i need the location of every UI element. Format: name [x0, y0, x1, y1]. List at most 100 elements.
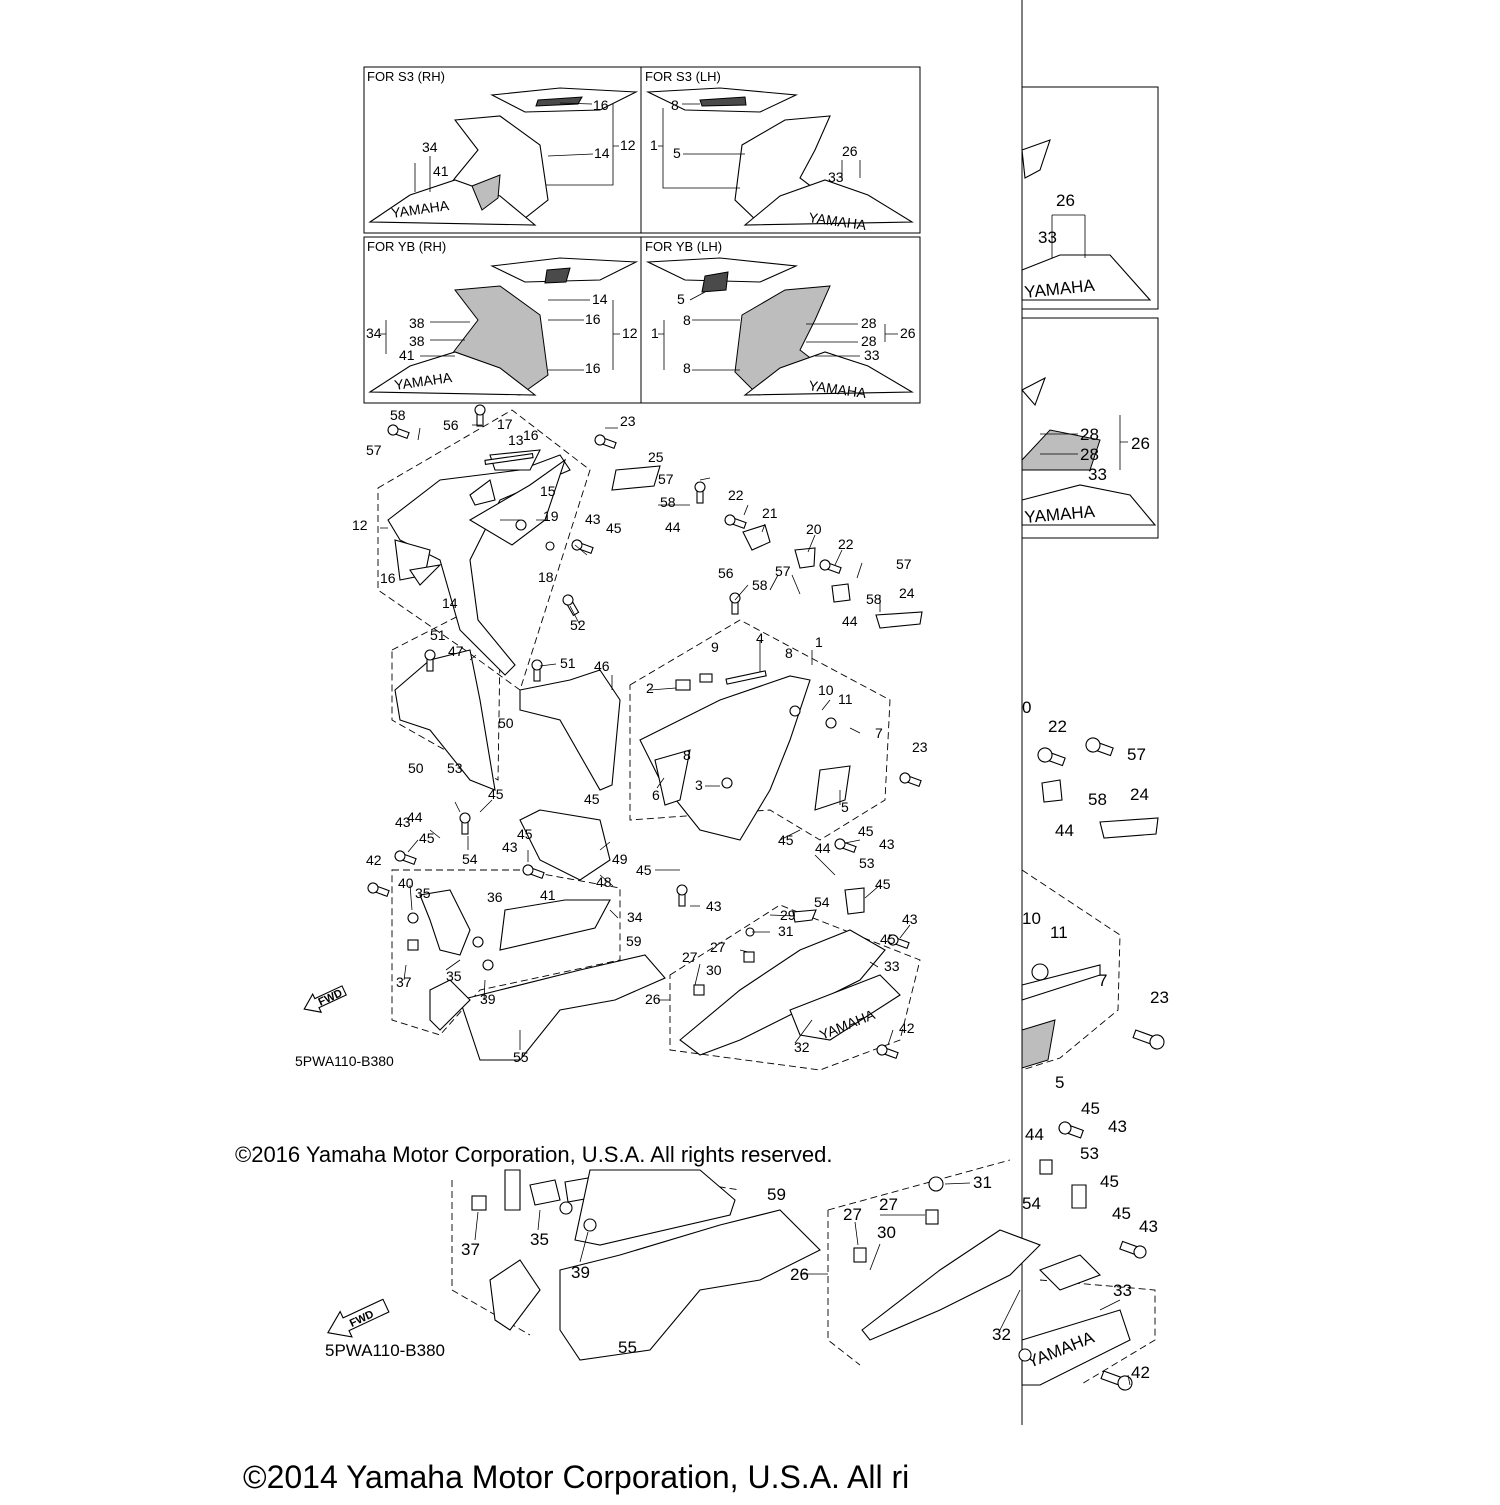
svg-text:51: 51 — [430, 627, 446, 643]
diagram-code-large: 5PWA110-B380 — [325, 1341, 445, 1360]
svg-text:42: 42 — [1131, 1363, 1150, 1382]
svg-text:33: 33 — [864, 347, 880, 363]
svg-text:34: 34 — [366, 325, 382, 341]
svg-text:16: 16 — [380, 570, 396, 586]
svg-text:10: 10 — [818, 682, 834, 698]
svg-text:45: 45 — [875, 876, 891, 892]
svg-text:45: 45 — [1081, 1099, 1100, 1118]
svg-text:19: 19 — [543, 508, 559, 524]
svg-text:5: 5 — [677, 291, 685, 307]
svg-text:8: 8 — [671, 97, 679, 113]
svg-text:8: 8 — [785, 645, 793, 661]
svg-text:37: 37 — [396, 974, 412, 990]
svg-text:46: 46 — [594, 658, 610, 674]
svg-text:43: 43 — [585, 511, 601, 527]
svg-text:58: 58 — [866, 591, 882, 607]
svg-text:31: 31 — [973, 1173, 992, 1192]
svg-text:20: 20 — [806, 521, 822, 537]
svg-text:24: 24 — [1130, 785, 1149, 804]
svg-text:26: 26 — [900, 325, 916, 341]
svg-text:34: 34 — [627, 909, 643, 925]
svg-text:32: 32 — [794, 1039, 810, 1055]
svg-text:53: 53 — [447, 760, 463, 776]
svg-text:35: 35 — [446, 968, 462, 984]
svg-text:23: 23 — [912, 739, 928, 755]
svg-text:45: 45 — [488, 786, 504, 802]
svg-text:14: 14 — [594, 145, 610, 161]
assembly-outline-26 — [669, 904, 921, 1071]
svg-text:12: 12 — [352, 517, 368, 533]
svg-text:45: 45 — [1112, 1204, 1131, 1223]
inset-frame-s3 — [363, 66, 921, 234]
svg-text:26: 26 — [1131, 434, 1150, 453]
svg-text:16: 16 — [585, 311, 601, 327]
svg-text:27: 27 — [710, 939, 726, 955]
svg-text:21: 21 — [762, 505, 778, 521]
svg-text:5: 5 — [673, 145, 681, 161]
svg-text:33: 33 — [884, 958, 900, 974]
svg-text:54: 54 — [1022, 1194, 1041, 1213]
svg-text:8: 8 — [683, 360, 691, 376]
svg-text:45: 45 — [880, 931, 896, 947]
svg-text:54: 54 — [814, 894, 830, 910]
fwd-arrow-icon: FWD — [303, 985, 347, 1013]
svg-text:30: 30 — [877, 1223, 896, 1242]
svg-text:28: 28 — [861, 333, 877, 349]
fasteners — [367, 404, 922, 1059]
svg-text:3: 3 — [695, 777, 703, 793]
svg-text:35: 35 — [415, 885, 431, 901]
svg-text:54: 54 — [462, 851, 478, 867]
svg-text:43: 43 — [879, 836, 895, 852]
svg-text:43: 43 — [395, 814, 411, 830]
svg-text:26: 26 — [842, 143, 858, 159]
fairing-s3-lh-drawing: YAMAHA — [645, 87, 914, 233]
svg-text:45: 45 — [636, 862, 652, 878]
svg-text:8: 8 — [683, 312, 691, 328]
svg-text:5: 5 — [1055, 1073, 1064, 1092]
svg-text:43: 43 — [1139, 1217, 1158, 1236]
svg-text:53: 53 — [1080, 1144, 1099, 1163]
svg-text:12: 12 — [620, 137, 636, 153]
svg-text:44: 44 — [1055, 821, 1074, 840]
svg-text:43: 43 — [1108, 1117, 1127, 1136]
svg-text:57: 57 — [775, 563, 791, 579]
svg-text:57: 57 — [366, 442, 382, 458]
svg-text:30: 30 — [706, 962, 722, 978]
svg-text:50: 50 — [498, 715, 514, 731]
fwd-label-large: FWD — [348, 1308, 376, 1329]
svg-text:36: 36 — [487, 889, 503, 905]
svg-text:14: 14 — [592, 291, 608, 307]
svg-text:1: 1 — [650, 137, 658, 153]
svg-text:11: 11 — [838, 691, 853, 707]
svg-text:27: 27 — [682, 949, 698, 965]
svg-text:27: 27 — [843, 1205, 862, 1224]
inset-frame-yb — [363, 236, 921, 404]
svg-text:14: 14 — [442, 595, 458, 611]
svg-text:18: 18 — [538, 569, 554, 585]
svg-text:58: 58 — [390, 407, 406, 423]
assembly-outline-1 — [629, 619, 891, 841]
callouts-main: 57 58 56 17 13 16 23 25 57 58 12 15 19 4… — [352, 407, 928, 1065]
svg-text:42: 42 — [366, 852, 382, 868]
svg-text:15: 15 — [540, 483, 556, 499]
svg-text:44: 44 — [407, 809, 423, 825]
svg-text:26: 26 — [1056, 191, 1075, 210]
svg-text:53: 53 — [859, 855, 875, 871]
svg-text:8: 8 — [683, 747, 691, 763]
svg-text:28: 28 — [1080, 445, 1099, 464]
svg-text:24: 24 — [899, 585, 915, 601]
svg-text:33: 33 — [828, 169, 844, 185]
fwd-label: FWD — [317, 987, 345, 1008]
svg-text:58: 58 — [660, 494, 676, 510]
fairing-yb-rh-drawing: YAMAHA — [368, 257, 639, 396]
side-panels — [394, 649, 851, 881]
svg-text:1: 1 — [651, 325, 659, 341]
svg-text:38: 38 — [409, 333, 425, 349]
svg-text:26: 26 — [790, 1265, 809, 1284]
svg-text:48: 48 — [596, 874, 612, 890]
svg-text:45: 45 — [1100, 1172, 1119, 1191]
svg-text:1: 1 — [815, 634, 823, 650]
svg-text:40: 40 — [398, 875, 414, 891]
svg-text:22: 22 — [1048, 717, 1067, 736]
